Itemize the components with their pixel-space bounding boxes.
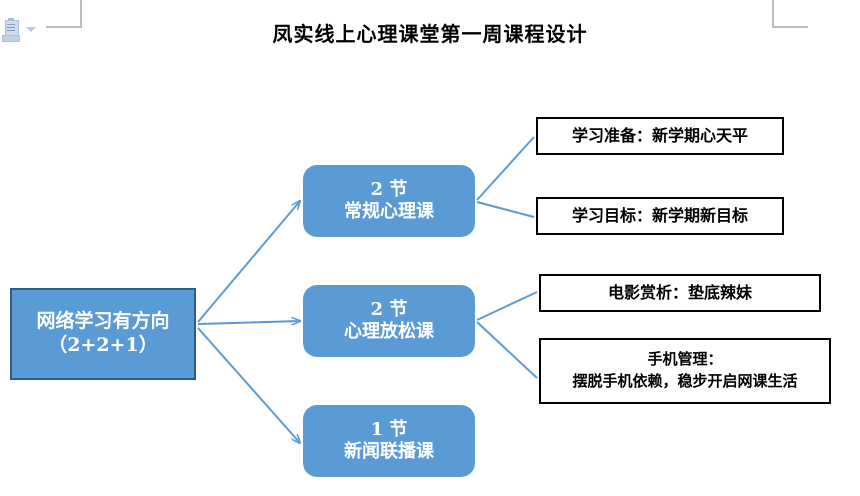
chevron-down-icon[interactable] — [26, 27, 36, 32]
node-branch-3-name: 新闻联播课 — [344, 441, 434, 462]
corner-mark-top-right — [772, 0, 808, 28]
node-branch-1-name: 常规心理课 — [344, 201, 434, 222]
arrow-root-to-branch-1 — [197, 201, 300, 323]
leaf-box-film-appreciation-line-1: 电影赏析：垫底辣妹 — [607, 283, 752, 303]
node-branch-2-name: 心理放松课 — [344, 321, 434, 342]
paste-base-shape — [2, 35, 20, 42]
leaf-box-phone-management[interactable]: 手机管理： 摆脱手机依赖，稳步开启网课生活 — [539, 338, 831, 404]
node-branch-3[interactable]: 1 节 新闻联播课 — [303, 405, 475, 477]
leaf-box-study-preparation[interactable]: 学习准备：新学期心天平 — [536, 117, 784, 155]
leaf-box-film-appreciation[interactable]: 电影赏析：垫底辣妹 — [539, 274, 821, 312]
node-branch-1[interactable]: 2 节 常规心理课 — [303, 165, 475, 237]
leaf-box-study-goal[interactable]: 学习目标：新学期新目标 — [536, 197, 784, 235]
corner-mark-top-left — [46, 0, 82, 28]
node-branch-2[interactable]: 2 节 心理放松课 — [303, 285, 475, 357]
arrow-root-to-branch-3 — [197, 327, 300, 443]
paste-options-icon[interactable] — [2, 18, 20, 42]
leaf-box-study-goal-line-1: 学习目标：新学期新目标 — [571, 206, 748, 226]
leaf-box-phone-management-line-1: 手机管理： — [647, 350, 723, 369]
leaf-box-phone-management-line-2: 摆脱手机依赖，稳步开启网课生活 — [572, 372, 798, 390]
line-branch-1-to-leaf-2 — [476, 201, 535, 218]
paste-lines-shape — [7, 24, 15, 25]
leaf-box-study-preparation-line-1: 学习准备：新学期心天平 — [571, 126, 748, 146]
node-root[interactable]: 网络学习有方向 （2+2+1） — [10, 288, 196, 380]
line-branch-1-to-leaf-1 — [476, 136, 535, 201]
node-root-line-1: 网络学习有方向 — [36, 310, 170, 333]
node-branch-3-count: 1 节 — [370, 418, 408, 440]
page-title: 凤实线上心理课堂第一周课程设计 — [272, 22, 588, 46]
node-branch-2-count: 2 节 — [370, 298, 408, 320]
line-branch-2-to-leaf-2 — [476, 321, 538, 379]
line-branch-2-to-leaf-1 — [476, 291, 538, 321]
arrow-root-to-branch-2 — [197, 321, 300, 324]
node-root-line-2: （2+2+1） — [48, 334, 158, 356]
node-branch-1-count: 2 节 — [370, 178, 408, 200]
